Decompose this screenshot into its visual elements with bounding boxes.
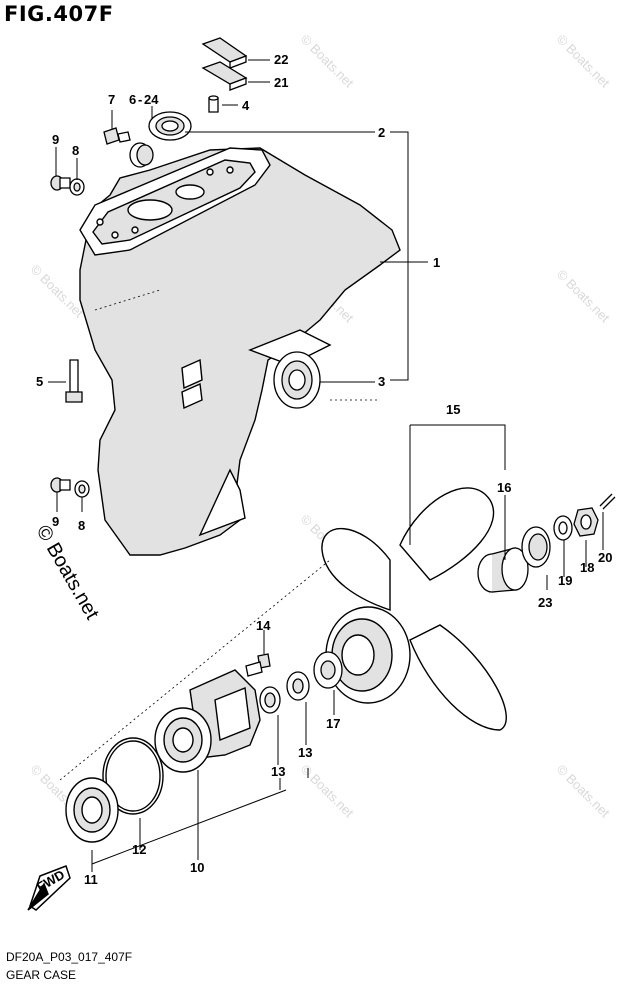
part-8-gasket-top	[69, 178, 85, 196]
part-20-cotter-pin	[599, 493, 616, 510]
callout-9-lower: 9	[52, 514, 60, 529]
callout-6: 6	[129, 92, 137, 107]
callout-1: 1	[433, 255, 441, 270]
callout-10: 10	[190, 860, 205, 875]
part-4-dowel-pin	[208, 95, 219, 113]
callout-13-right: 13	[298, 745, 313, 760]
part-16-spacer	[477, 547, 529, 593]
part-10-propeller-shaft-housing	[154, 669, 261, 773]
part-6-24-bearing	[148, 111, 192, 141]
callout-23: 23	[538, 595, 553, 610]
callout-24: 24	[144, 92, 159, 107]
callout-6-24-dash: -	[138, 92, 143, 107]
callout-8-top: 8	[72, 143, 80, 158]
figure-title: FIG.407F	[4, 2, 114, 26]
callout-11: 11	[84, 872, 98, 887]
callout-3: 3	[378, 374, 386, 389]
part-23-washer	[521, 526, 551, 568]
part-12-o-ring	[102, 737, 164, 815]
part-1-gear-case	[79, 147, 401, 556]
part-21-clip	[201, 61, 248, 91]
callout-19: 19	[558, 573, 573, 588]
callout-5: 5	[36, 374, 44, 389]
callout-21: 21	[274, 75, 289, 90]
callout-12: 12	[132, 842, 147, 857]
callout-20: 20	[598, 550, 613, 565]
part-19-washer	[553, 515, 573, 541]
leader-lines	[48, 59, 604, 872]
part-3-oil-seal	[273, 351, 321, 409]
part-22-clip	[201, 37, 248, 69]
part-15-propeller	[321, 487, 507, 731]
callout-9-top: 9	[52, 132, 60, 147]
callout-15: 15	[446, 402, 461, 417]
callout-18: 18	[580, 560, 595, 575]
part-17-bushing	[313, 651, 343, 689]
callout-13-left: 13	[271, 764, 286, 779]
callout-2: 2	[378, 125, 386, 140]
construction-lines	[59, 289, 378, 781]
callout-7: 7	[108, 92, 116, 107]
callout-8-lower: 8	[78, 518, 86, 533]
callout-14: 14	[256, 618, 271, 633]
callout-17: 17	[326, 716, 341, 731]
callout-4: 4	[242, 98, 250, 113]
callout-22: 22	[274, 52, 289, 67]
part-13-oil-seal-a	[259, 686, 281, 714]
part-18-nut	[573, 507, 599, 537]
part-5-bolt	[65, 359, 83, 403]
figure-code: DF20A_P03_017_407F	[6, 950, 133, 964]
part-11-bearing	[65, 777, 119, 843]
part-13-oil-seal-b	[286, 671, 310, 701]
part-7-bolt	[103, 127, 154, 168]
figure-name: GEAR CASE	[6, 968, 77, 982]
part-14-bolt	[245, 653, 271, 677]
callout-16: 16	[497, 480, 512, 495]
